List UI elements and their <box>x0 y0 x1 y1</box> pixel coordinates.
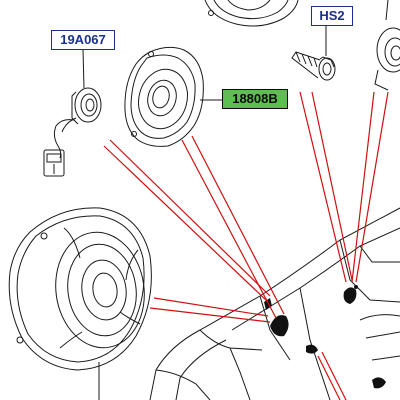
mark-rear <box>372 377 386 389</box>
location-marks <box>264 285 386 389</box>
connector-19a067 <box>43 87 102 177</box>
mark-door-upper <box>270 315 289 337</box>
part-label-hs2: HS2 <box>311 6 353 26</box>
door-speaker-large <box>8 207 152 400</box>
tweeter-partial-right <box>374 0 400 91</box>
mark-lower <box>306 344 318 354</box>
screw-hs2 <box>291 51 336 81</box>
upper-speaker-partial <box>204 0 299 27</box>
red-leader-lines <box>103 91 389 400</box>
mark-small-a <box>354 285 358 289</box>
part-label-19a067: 19A067 <box>51 30 115 50</box>
part-label-18808b: 18808B <box>222 89 288 109</box>
vehicle-outline <box>149 207 400 400</box>
tweeter-speaker-18808b <box>124 46 222 147</box>
mark-a-pillar <box>343 287 357 304</box>
19a067-leader <box>82 49 85 89</box>
